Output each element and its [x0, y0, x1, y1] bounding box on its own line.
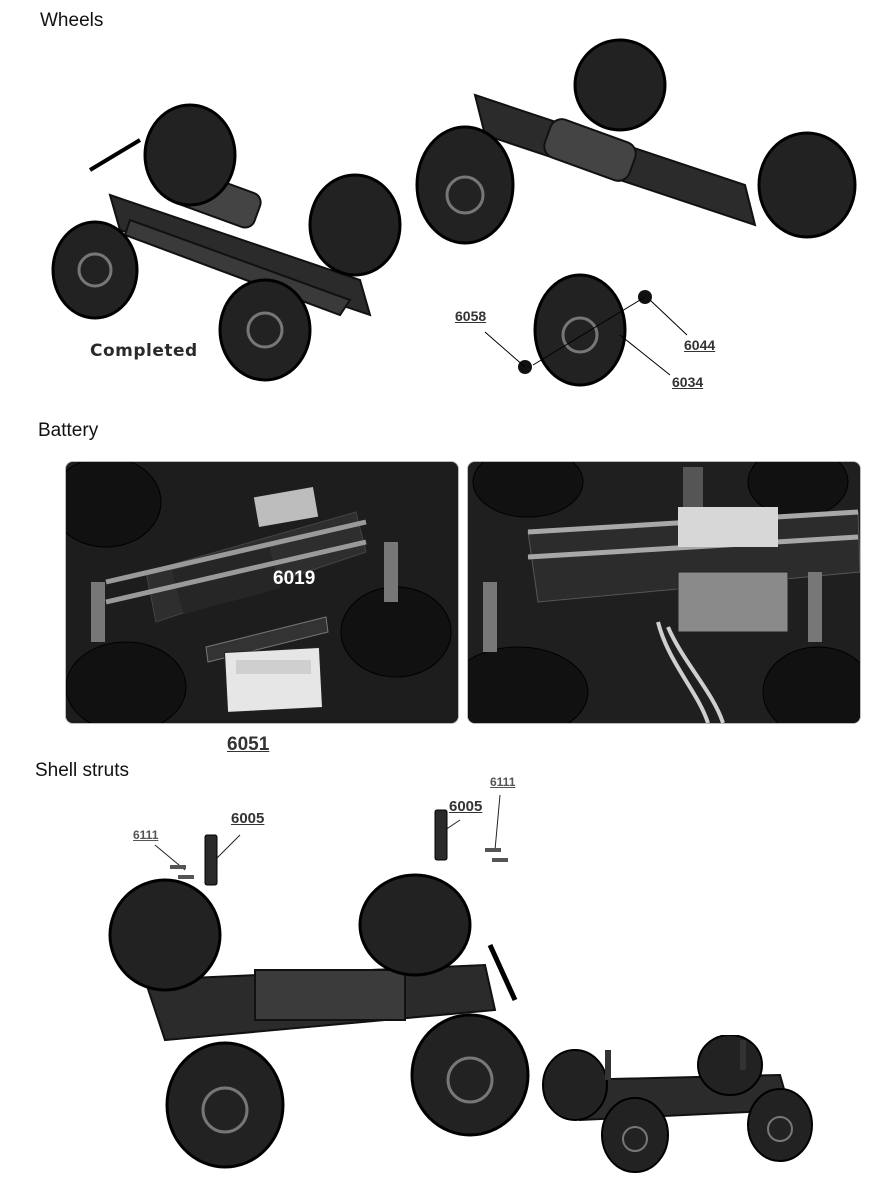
battery-photo-open — [65, 461, 459, 724]
part-number-6019: 6019 — [273, 568, 316, 589]
part-number-6005-left: 6005 — [231, 810, 265, 827]
shell-struts-truck-illustration — [108, 873, 530, 1169]
battery-photo-installed — [467, 461, 861, 724]
part-number-6058: 6058 — [455, 308, 487, 324]
section-title-wheels: Wheels — [40, 10, 104, 31]
wheels-completed-illustration — [51, 103, 402, 382]
part-number-6111-left: 6111 — [133, 828, 159, 842]
part-number-6044: 6044 — [684, 337, 716, 353]
shell-strut-parts-illustration — [154, 794, 508, 886]
shell-struts-completed-illustration — [542, 1035, 813, 1173]
completed-label: Completed — [90, 341, 198, 361]
wheels-exploded-illustration — [415, 38, 857, 387]
part-number-6051: 6051 — [227, 734, 270, 755]
section-title-battery: Battery — [38, 420, 99, 441]
part-number-6005-right: 6005 — [449, 798, 483, 815]
part-number-6111-right: 6111 — [490, 775, 516, 789]
section-title-shell-struts: Shell struts — [35, 760, 129, 781]
part-number-6034: 6034 — [672, 374, 704, 390]
